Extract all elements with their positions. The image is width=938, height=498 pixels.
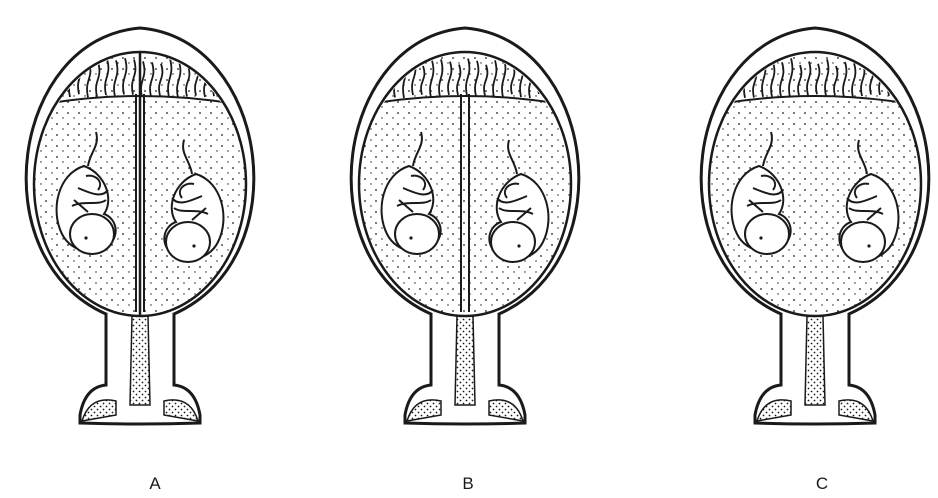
cervical-plug: [130, 316, 150, 405]
panel-label-b: B: [448, 474, 488, 494]
cervical-plug: [455, 316, 475, 405]
panel-c: [701, 28, 929, 424]
panel-label-a: A: [135, 474, 175, 494]
panel-a: [26, 28, 254, 424]
panel-b: [351, 28, 579, 424]
cervical-plug: [805, 316, 825, 405]
panel-label-c: C: [802, 474, 842, 494]
